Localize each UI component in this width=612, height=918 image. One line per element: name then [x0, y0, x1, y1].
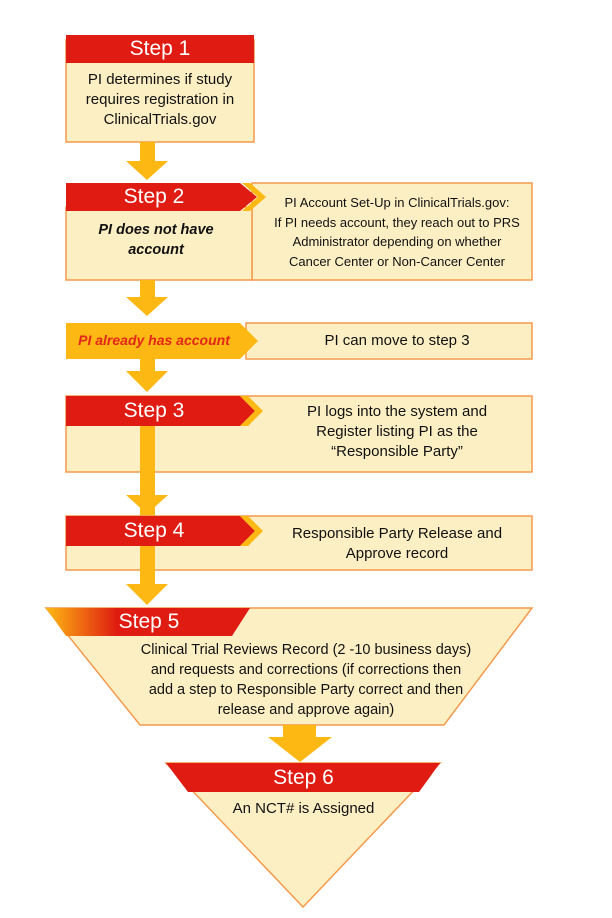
- step2-chevron-accent: [242, 183, 266, 211]
- step2-side-line: Cancer Center or Non-Cancer Center: [288, 253, 506, 269]
- step5-line: add a step to Responsible Party correct …: [148, 682, 464, 698]
- step5-line: and requests and corrections (if correct…: [150, 662, 462, 678]
- step3-side-line: Register listing PI as the: [316, 423, 478, 440]
- step2-header-chevron: [66, 183, 257, 211]
- step5-line: Clinical Trial Reviews Record (2 -10 bus…: [140, 642, 472, 658]
- already-account-chevron: [66, 323, 258, 359]
- step5-body: Clinical Trial Reviews Record (2 -10 bus…: [96, 640, 516, 720]
- step6-label: Step 6: [273, 766, 334, 789]
- step1-header-bar: [66, 35, 254, 63]
- step2-body-line: PI does not have: [98, 222, 214, 238]
- step3-header-chevron: [66, 396, 255, 426]
- step1-body: PI determines if study requires registra…: [66, 70, 254, 130]
- step1-line: requires registration in: [85, 91, 235, 108]
- step4-side-text: Responsible Party Release and Approve re…: [262, 524, 532, 564]
- step4-side-line: Responsible Party Release and: [291, 525, 503, 542]
- arrow-down-2: [126, 280, 168, 316]
- step2-label: Step 2: [123, 185, 185, 208]
- step6-body: An NCT# is Assigned: [232, 800, 375, 817]
- connector-4-5: [140, 546, 155, 586]
- step1-line: ClinicalTrials.gov: [103, 111, 217, 128]
- arrow-down-3: [126, 359, 168, 392]
- step2-side-line: PI Account Set-Up in ClinicalTrials.gov:: [284, 195, 510, 210]
- step2-side-text: PI Account Set-Up in ClinicalTrials.gov:…: [262, 193, 532, 271]
- step2-side-line: Administrator depending on whether: [292, 234, 502, 249]
- step3-side-line: PI logs into the system and: [306, 403, 488, 420]
- step5-line: release and approve again): [217, 702, 395, 718]
- step2-side-box: [251, 182, 533, 281]
- step2-body-line: account: [128, 242, 184, 258]
- step1-box: [65, 35, 255, 143]
- step1-label: Step 1: [129, 37, 191, 60]
- step3-side-line: “Responsible Party”: [331, 443, 463, 460]
- already-account-side-text: PI can move to step 3: [324, 332, 470, 349]
- step4-side-line: Approve record: [345, 545, 449, 562]
- arrow-down-5: [126, 584, 168, 605]
- already-account-label: PI already has account: [78, 332, 230, 348]
- step4-header-chevron: [66, 516, 255, 546]
- arrow-down-1: [126, 142, 168, 180]
- step3-chevron-accent: [240, 396, 263, 426]
- step2-body-box: [65, 206, 253, 281]
- connector-3-4: [140, 426, 155, 516]
- step1-line: PI determines if study: [87, 71, 233, 88]
- step4-chevron-accent: [240, 516, 263, 546]
- step5-trapezoid: [44, 607, 534, 726]
- arrow-down-6: [268, 725, 332, 762]
- arrow-down-4: [126, 495, 168, 514]
- step3-side-text: PI logs into the system and Register lis…: [262, 402, 532, 462]
- step4-label: Step 4: [123, 519, 185, 542]
- step5-header-bar: [46, 608, 250, 636]
- step6-header-bar: [166, 763, 440, 792]
- step3-label: Step 3: [123, 399, 185, 422]
- step2-side-line: If PI needs account, they reach out to P…: [274, 214, 520, 230]
- step2-body: PI does not have account: [66, 220, 246, 260]
- step5-label: Step 5: [118, 610, 180, 633]
